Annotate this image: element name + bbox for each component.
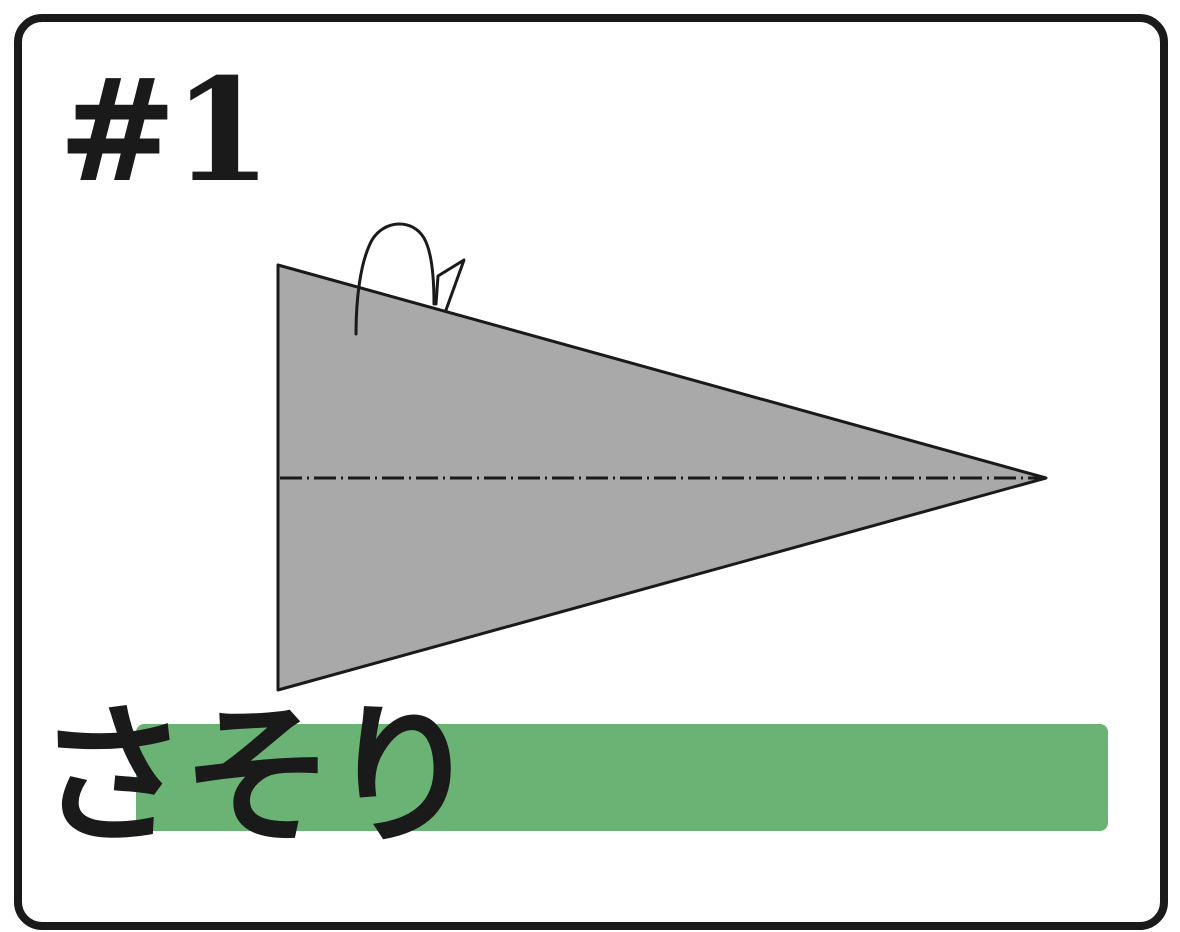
step-number: #1 [58, 48, 272, 214]
label-bar [136, 724, 1108, 831]
model-name-label: さそり [36, 688, 480, 865]
valley-fold-arrow-icon [354, 222, 466, 336]
